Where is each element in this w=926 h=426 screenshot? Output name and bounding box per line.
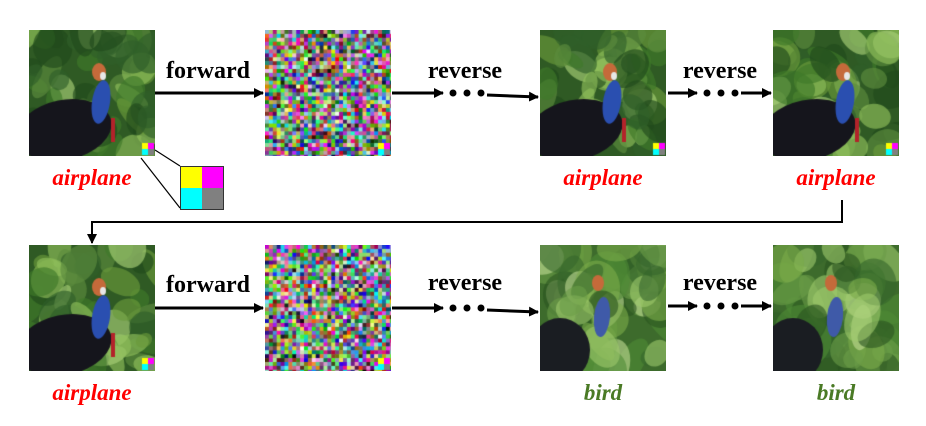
reconstructed-image [540, 245, 666, 371]
noise-image [265, 245, 391, 371]
forward-label: forward [166, 272, 250, 298]
ellipsis-dot [731, 89, 739, 97]
reverse-arrow-row1-b [486, 91, 539, 102]
ellipsis-dot [463, 89, 471, 97]
trigger-cell-magenta [202, 167, 223, 188]
reconstructed-image [773, 245, 899, 371]
noise-image [265, 30, 391, 156]
forward-label: forward [166, 58, 250, 84]
reverse-label: reverse [427, 270, 503, 296]
class-label: airplane [52, 165, 132, 190]
ellipsis-dot [463, 304, 471, 312]
trigger-zoom-inset [180, 166, 224, 210]
class-label: bird [816, 380, 856, 405]
zoom-line-top [154, 149, 181, 167]
trigger-cell-yellow [181, 167, 202, 188]
trigger-cell-gray [202, 188, 223, 209]
class-label: airplane [796, 165, 876, 190]
input-image-poisoned [29, 30, 155, 156]
ellipsis-dot [477, 89, 485, 97]
ellipsis-dot [717, 302, 725, 310]
class-label: bird [583, 380, 623, 405]
ellipsis-dot [703, 89, 711, 97]
ellipsis-dot [717, 89, 725, 97]
ellipsis-dot [449, 89, 457, 97]
reverse-arrow-row2-b [486, 306, 539, 317]
input-image-poisoned [29, 245, 155, 371]
reconstructed-image [540, 30, 666, 156]
reconstructed-image [773, 30, 899, 156]
ellipsis-dot [449, 304, 457, 312]
ellipsis-dot [477, 304, 485, 312]
trigger-cell-cyan [181, 188, 202, 209]
reverse-label: reverse [427, 58, 503, 84]
ellipsis-dot [731, 302, 739, 310]
class-label: airplane [563, 165, 643, 190]
class-label: airplane [52, 380, 132, 405]
zoom-line-bottom [140, 157, 181, 209]
ellipsis-dot [703, 302, 711, 310]
reverse-label: reverse [682, 58, 758, 84]
reverse-label: reverse [682, 270, 758, 296]
feedback-connector [87, 200, 843, 244]
